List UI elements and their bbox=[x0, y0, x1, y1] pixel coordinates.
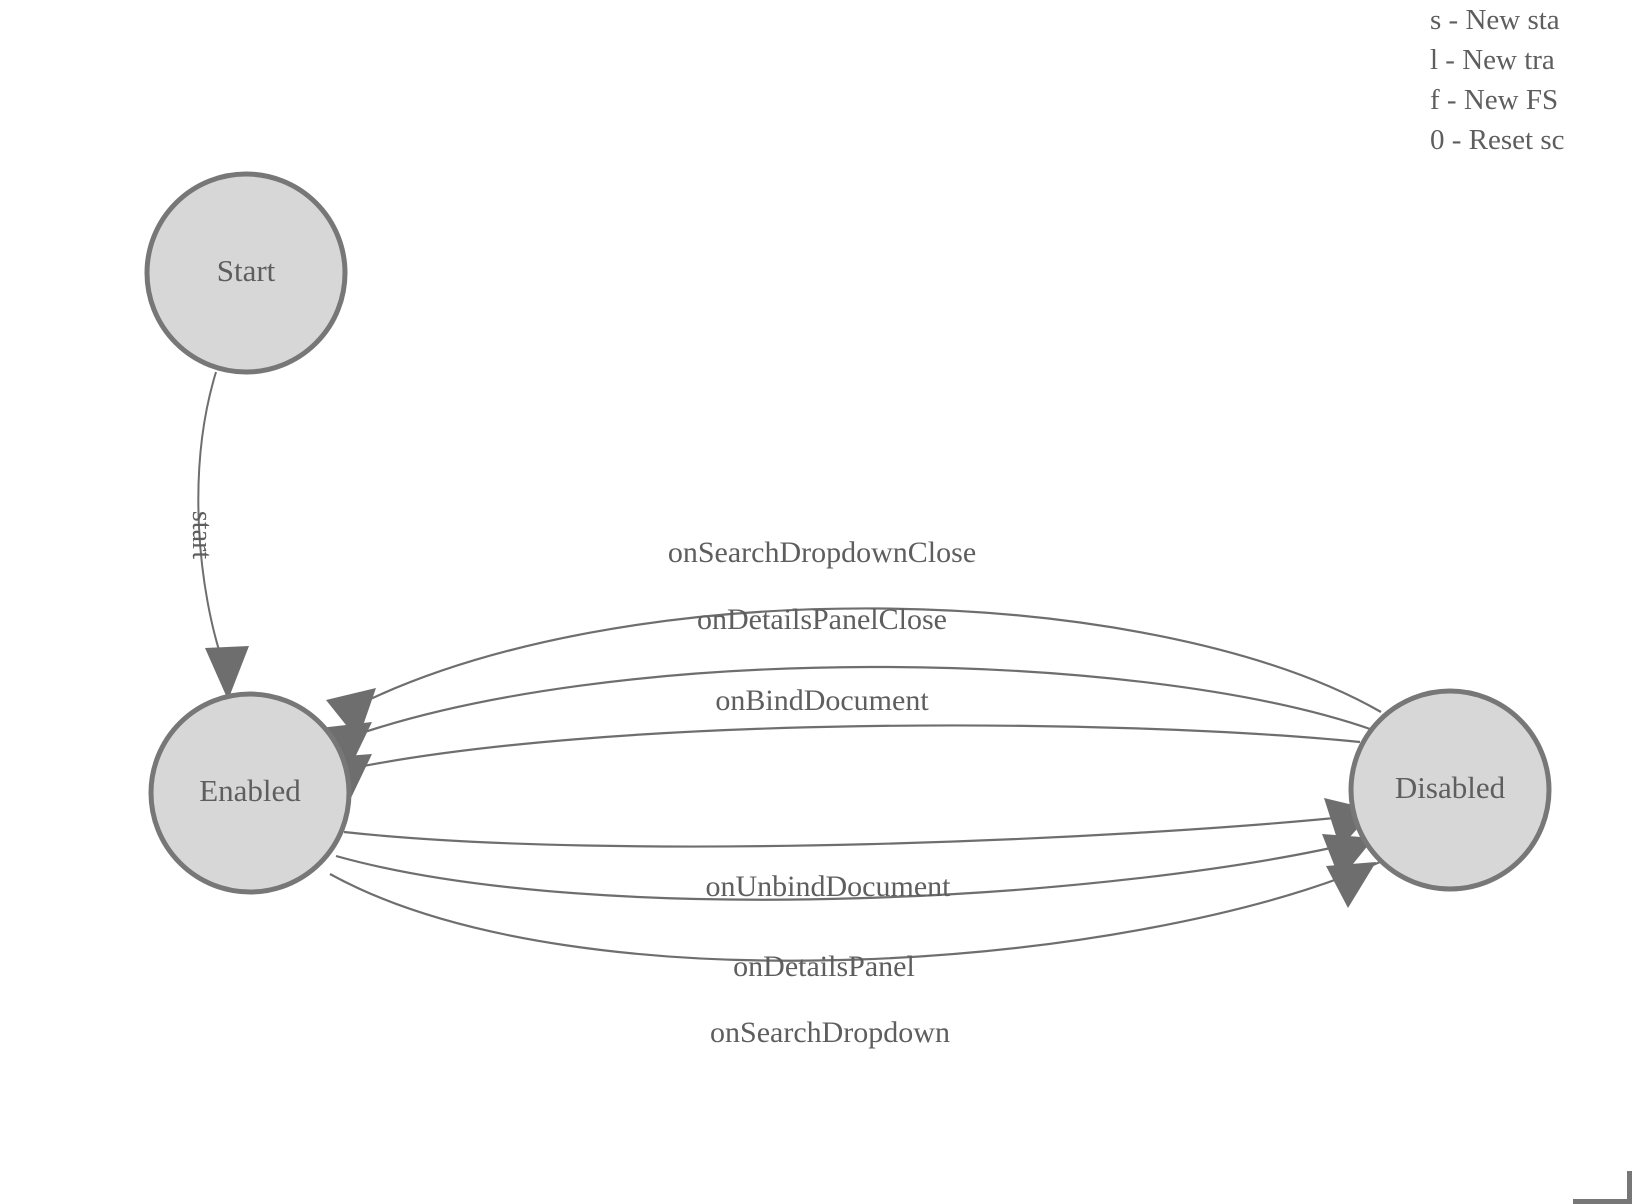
arrow-head-start bbox=[205, 646, 249, 700]
state-circle-enabled bbox=[148, 691, 352, 895]
arrow-head-onSearchDropdownClose bbox=[326, 688, 376, 740]
legend-line-new-transition: l - New tra bbox=[1430, 44, 1555, 76]
edge-path-onUnbindDocument bbox=[343, 814, 1356, 848]
edge-onDetailsPanelClose[interactable] bbox=[320, 665, 1374, 772]
edge-label-onDetailsPanelClose: onDetailsPanelClose bbox=[697, 603, 947, 636]
edge-path-onBindDocument bbox=[333, 724, 1361, 774]
state-label-enabled: Enabled bbox=[199, 773, 301, 808]
state-label-disabled: Disabled bbox=[1395, 770, 1506, 805]
edge-label-start: start bbox=[186, 511, 217, 559]
edge-onSearchDropdownClose[interactable] bbox=[326, 607, 1382, 740]
state-circle-disabled bbox=[1348, 688, 1552, 892]
resize-corner-handle[interactable] bbox=[1573, 1171, 1632, 1204]
edge-onSearchDropdown[interactable] bbox=[329, 860, 1381, 962]
legend-line-new-fsm: f - New FS bbox=[1430, 84, 1559, 116]
edge-start[interactable] bbox=[197, 371, 249, 700]
state-enabled[interactable]: Enabled bbox=[148, 691, 352, 895]
legend-line-new-state: s - New sta bbox=[1430, 4, 1560, 36]
state-label-start: Start bbox=[217, 253, 276, 288]
edge-path-onDetailsPanelClose bbox=[335, 665, 1374, 744]
legend-line-reset: 0 - Reset sc bbox=[1430, 124, 1565, 156]
state-circle-start bbox=[144, 171, 348, 375]
edge-path-onSearchDropdown bbox=[329, 860, 1381, 962]
edge-onUnbindDocument[interactable] bbox=[343, 798, 1374, 848]
arrow-head-onDetailsPanelClose bbox=[320, 722, 372, 772]
edge-label-onDetailsPanel: onDetailsPanel bbox=[733, 950, 915, 983]
state-start[interactable]: Start bbox=[144, 171, 348, 375]
arrow-head-onDetailsPanel bbox=[1322, 834, 1374, 880]
edge-label-onSearchDropdown: onSearchDropdown bbox=[710, 1016, 950, 1049]
edge-path-start bbox=[197, 371, 225, 667]
edge-label-onUnbindDocument: onUnbindDocument bbox=[706, 870, 952, 903]
edge-onBindDocument[interactable] bbox=[320, 724, 1361, 800]
edge-path-onSearchDropdownClose bbox=[343, 607, 1382, 713]
edge-path-onDetailsPanel bbox=[335, 838, 1367, 901]
edge-labels: start onSearchDropdownClose onDetailsPan… bbox=[186, 511, 976, 1049]
keyboard-shortcut-legend: s - New sta l - New tra f - New FS 0 - R… bbox=[1430, 0, 1632, 160]
arrow-head-onSearchDropdown bbox=[1326, 862, 1376, 908]
state-disabled[interactable]: Disabled bbox=[1348, 688, 1552, 892]
edge-label-onSearchDropdownClose: onSearchDropdownClose bbox=[668, 536, 976, 569]
edge-label-onBindDocument: onBindDocument bbox=[715, 684, 929, 717]
edge-onDetailsPanel[interactable] bbox=[335, 834, 1374, 901]
edge-group-enabled-to-disabled bbox=[329, 798, 1381, 962]
